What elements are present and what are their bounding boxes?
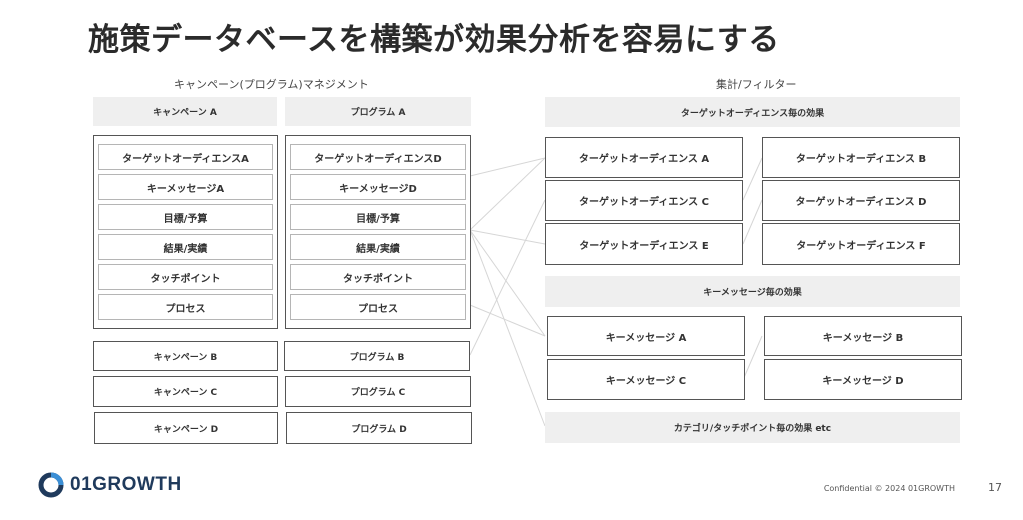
confidential-notice: Confidential © 2024 01GROWTH [823, 484, 955, 493]
campaign-a-item: プロセス [98, 294, 273, 320]
program-a-item: キーメッセージD [290, 174, 466, 200]
campaign-a-header: キャンペーン A [93, 97, 277, 126]
campaign-a-item: ターゲットオーディエンスA [98, 144, 273, 170]
program-a-item: ターゲットオーディエンスD [290, 144, 466, 170]
page-title: 施策データベースを構築が効果分析を容易にする [88, 22, 780, 58]
right-section-label: 集計/フィルター [716, 78, 797, 91]
message-a-box: キーメッセージ A [547, 316, 745, 356]
category-effect-footer: カテゴリ/タッチポイント毎の効果 etc [545, 412, 960, 443]
logo-ring-icon [38, 472, 64, 498]
message-b-box: キーメッセージ B [764, 316, 962, 356]
audience-d-box: ターゲットオーディエンス D [762, 180, 960, 221]
audience-c-box: ターゲットオーディエンス C [545, 180, 743, 221]
campaign-a-item: 結果/実績 [98, 234, 273, 260]
audience-e-box: ターゲットオーディエンス E [545, 223, 743, 265]
program-a-item: プロセス [290, 294, 466, 320]
campaign-a-item: キーメッセージA [98, 174, 273, 200]
campaign-a-item: 目標/予算 [98, 204, 273, 230]
message-effect-header: キーメッセージ毎の効果 [545, 276, 960, 307]
campaign-d-box: キャンペーン D [94, 412, 278, 444]
campaign-c-box: キャンペーン C [93, 376, 278, 407]
audience-f-box: ターゲットオーディエンス F [762, 223, 960, 265]
program-a-frame: ターゲットオーディエンスD キーメッセージD 目標/予算 結果/実績 タッチポイ… [285, 135, 471, 329]
program-a-item: タッチポイント [290, 264, 466, 290]
campaign-a-item: タッチポイント [98, 264, 273, 290]
program-a-header: プログラム A [285, 97, 471, 126]
audience-effect-header: ターゲットオーディエンス毎の効果 [545, 97, 960, 127]
program-b-box: プログラム B [284, 341, 470, 371]
campaign-b-box: キャンペーン B [93, 341, 278, 371]
program-c-box: プログラム C [285, 376, 471, 407]
message-c-box: キーメッセージ C [547, 359, 745, 400]
program-a-item: 結果/実績 [290, 234, 466, 260]
left-section-label: キャンペーン(プログラム)マネジメント [174, 78, 369, 91]
logo-text: 01GROWTH [70, 474, 182, 495]
program-a-item: 目標/予算 [290, 204, 466, 230]
campaign-a-frame: ターゲットオーディエンスA キーメッセージA 目標/予算 結果/実績 タッチポイ… [93, 135, 278, 329]
program-d-box: プログラム D [286, 412, 472, 444]
page-number: 17 [988, 481, 1002, 494]
company-logo: 01GROWTH [38, 472, 182, 498]
message-d-box: キーメッセージ D [764, 359, 962, 400]
audience-b-box: ターゲットオーディエンス B [762, 137, 960, 178]
audience-a-box: ターゲットオーディエンス A [545, 137, 743, 178]
